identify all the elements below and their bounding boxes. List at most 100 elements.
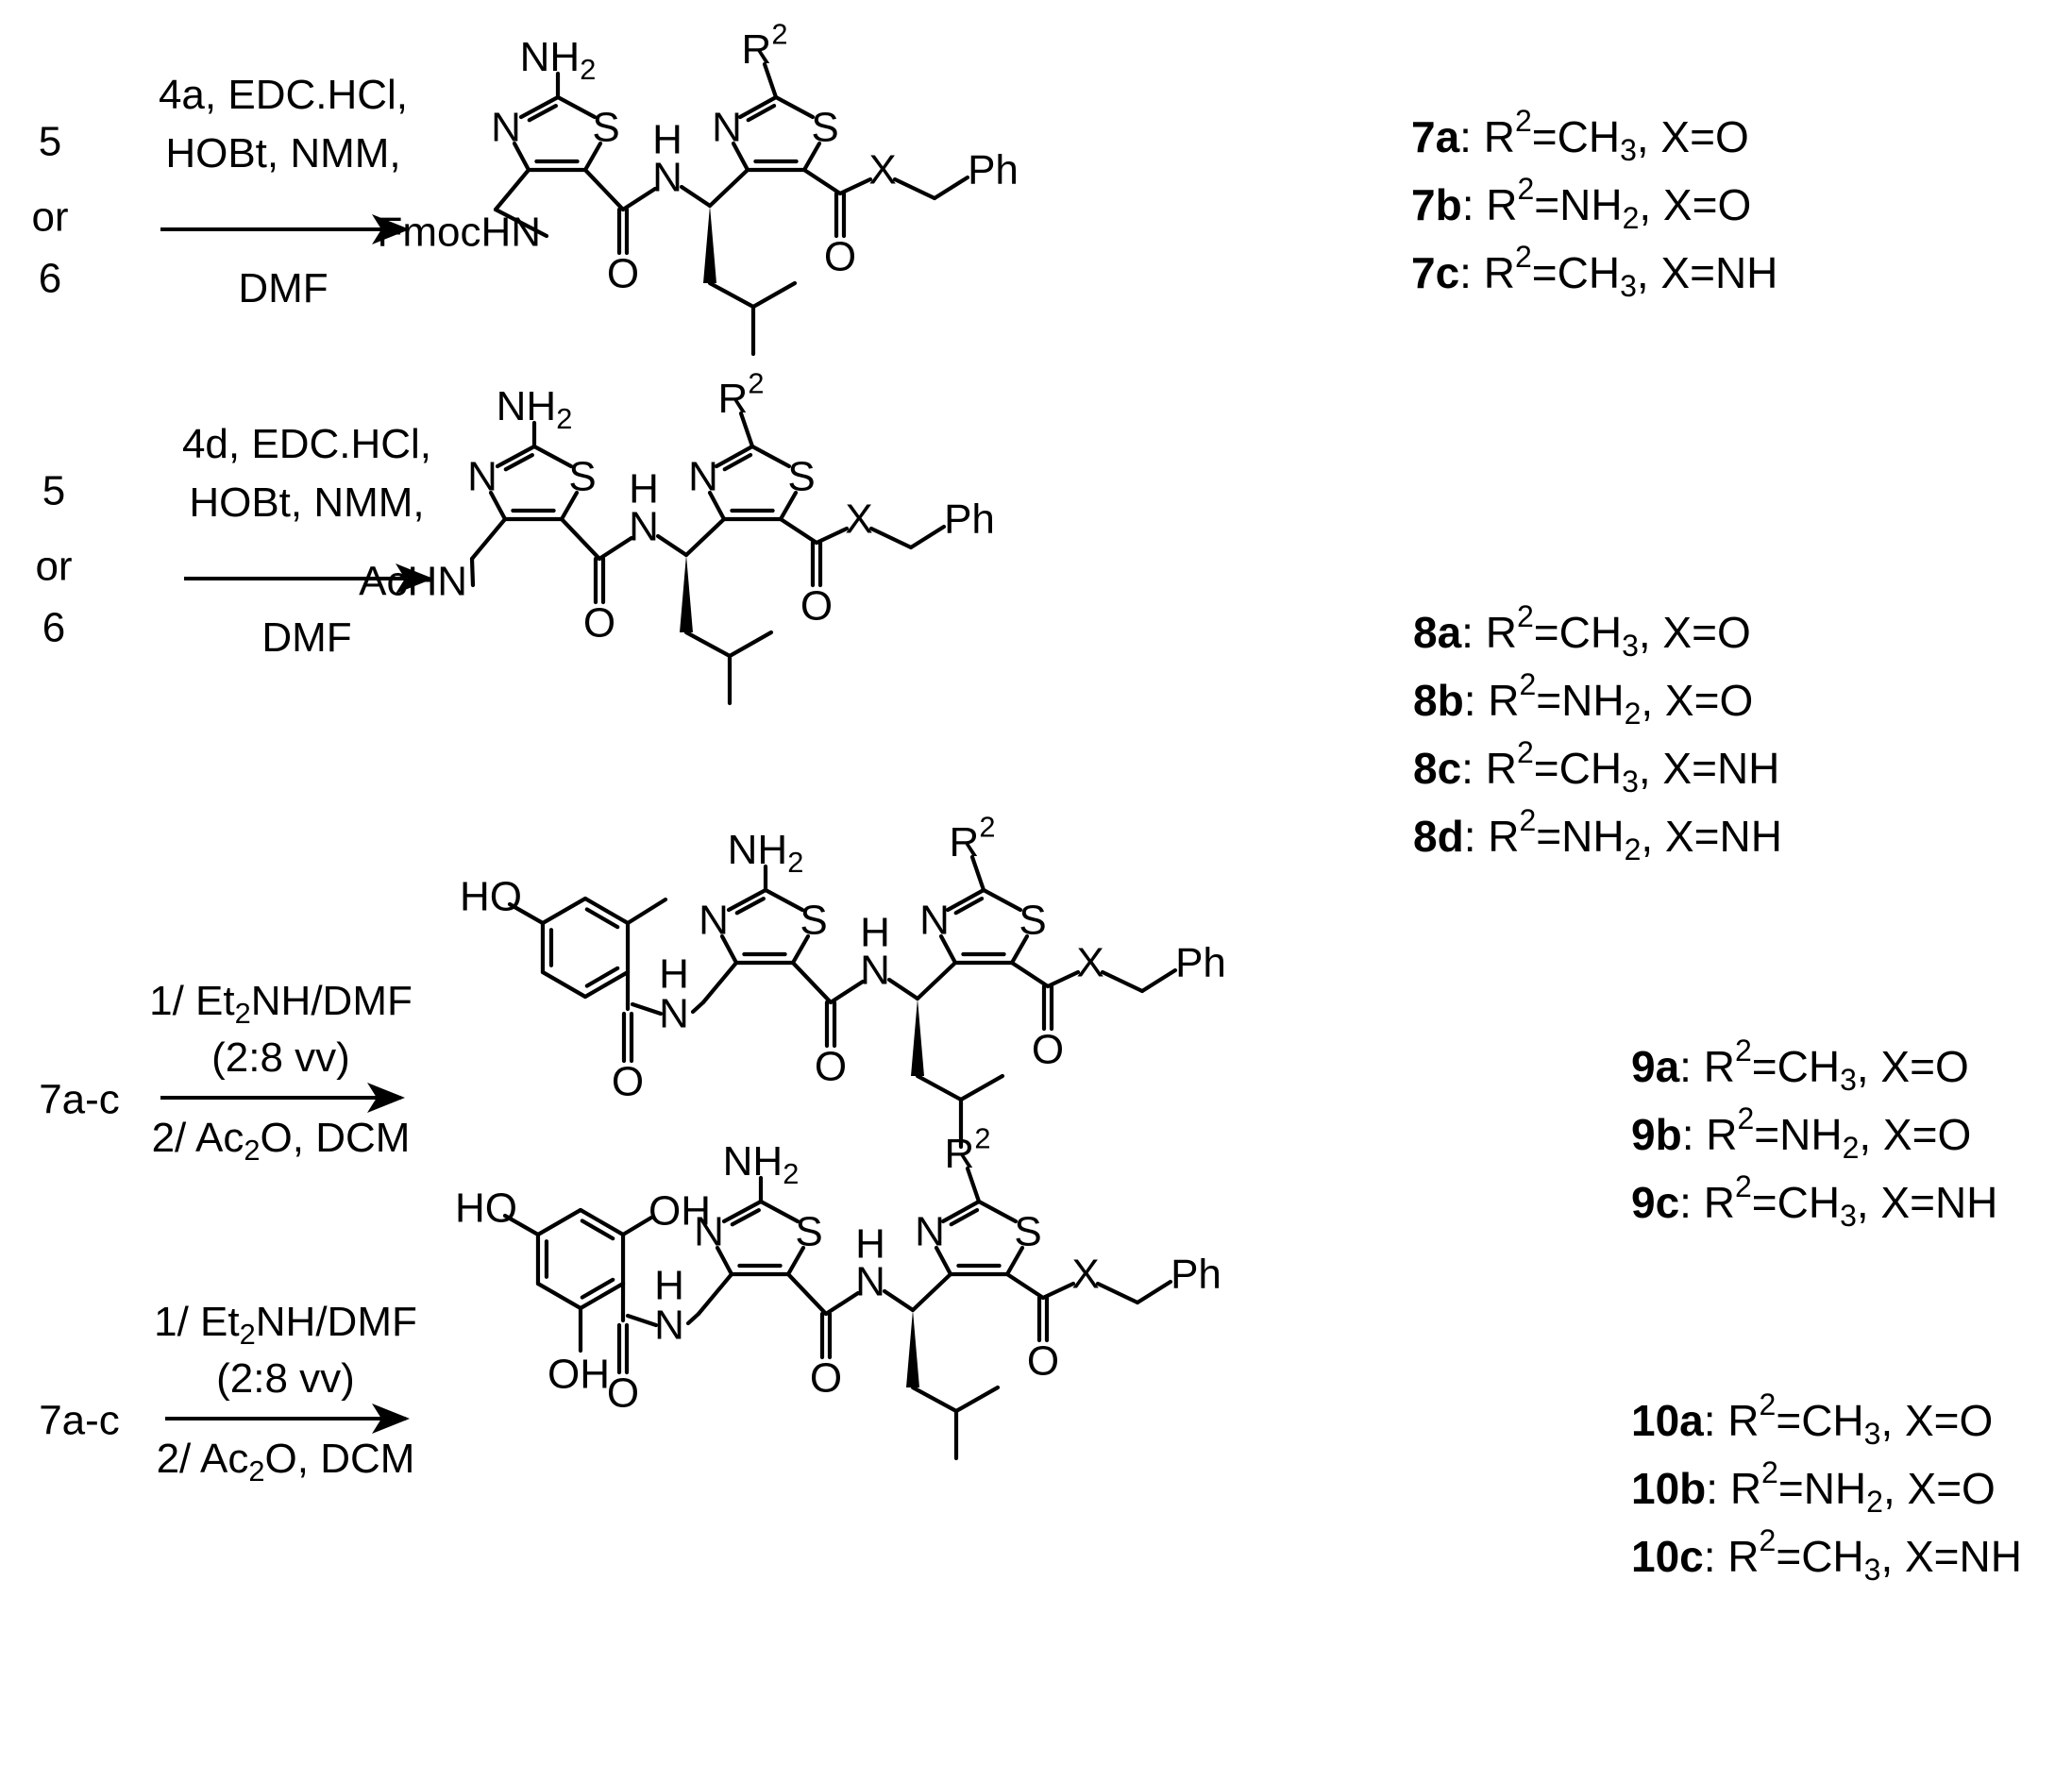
bond — [620, 1215, 654, 1237]
compound-id: 9b — [1631, 1110, 1682, 1159]
thiazole-s-label: S — [592, 105, 619, 151]
bond — [778, 490, 799, 522]
bond-ch2 — [700, 960, 739, 1005]
bond — [683, 630, 733, 659]
wedge-bond — [906, 1310, 919, 1387]
bond — [531, 444, 574, 469]
compound-id: 7b — [1411, 180, 1462, 229]
bond — [823, 1290, 861, 1317]
start-material-label: 7a-c — [39, 1398, 120, 1444]
amide-n-label: N — [860, 948, 890, 994]
bond — [683, 516, 727, 558]
bond — [582, 141, 603, 173]
double-bond — [945, 887, 986, 913]
compound-label: 9c: R2=CH3, X=NH — [1631, 1169, 1997, 1233]
bond — [502, 1213, 541, 1237]
compound-label: 8c: R2=CH3, X=NH — [1413, 735, 1779, 799]
bond — [773, 94, 816, 120]
scheme-row-3: 7a-c1/ Et2NH/DMF(2:8 vv)2/ Ac2O, DCMNH2N… — [39, 810, 1997, 1233]
bond — [1095, 1281, 1140, 1305]
bond — [707, 280, 756, 310]
bond — [1004, 1271, 1046, 1301]
bond — [758, 1199, 800, 1224]
double-bond — [940, 1199, 982, 1224]
double-bond — [726, 887, 768, 913]
wedge-bond — [680, 555, 693, 632]
amide-h-label: H — [860, 910, 890, 956]
compound-id: 8d — [1413, 812, 1464, 861]
ph-label: Ph — [968, 147, 1019, 193]
thiazole-s-label: S — [568, 454, 596, 500]
bond — [1135, 1279, 1173, 1305]
bond — [790, 933, 811, 966]
start-material-label: 6 — [42, 605, 65, 651]
compound-id: 7c — [1411, 248, 1459, 297]
compound-label: 10b: R2=NH2, X=O — [1631, 1455, 1996, 1519]
thiazole2-s-label: S — [1014, 1209, 1041, 1255]
ph-label: Ph — [1175, 940, 1226, 986]
bond — [719, 933, 739, 966]
compound-id: 10b — [1631, 1464, 1706, 1513]
thiazole-s-label: S — [795, 1209, 822, 1255]
double-bond-inner — [949, 1207, 980, 1227]
double-bond-inner — [730, 1208, 761, 1227]
wedge-bond — [703, 206, 716, 283]
carbonyl-o-label: O — [607, 251, 639, 297]
double-bond — [578, 1207, 626, 1237]
thiazole2-n-label: N — [712, 105, 742, 151]
bond — [910, 1385, 959, 1414]
bond — [763, 887, 805, 913]
bond-r2 — [965, 1166, 982, 1204]
bond — [707, 167, 750, 209]
bond — [555, 94, 598, 120]
ring-bond — [535, 1207, 583, 1237]
compound-id: 8c — [1413, 744, 1461, 793]
carbonyl-o-label: O — [815, 1044, 847, 1090]
double-bond — [721, 1199, 764, 1224]
bond — [790, 960, 834, 1005]
bond — [715, 1245, 734, 1277]
benzamide-o-label: O — [607, 1370, 639, 1417]
linker-h-label: H — [659, 951, 689, 998]
or-label: or — [31, 194, 68, 241]
linker-n-label: N — [654, 1303, 684, 1349]
bond — [679, 184, 713, 209]
bond — [559, 516, 602, 562]
amide-n-label: N — [652, 155, 682, 201]
bond-ch2 — [493, 167, 531, 212]
amide-h-label: H — [629, 466, 659, 513]
bond — [1009, 933, 1030, 966]
compound-label: 7b: R2=NH2, X=O — [1411, 172, 1751, 235]
condition-label: HOBt, NMM, — [165, 130, 400, 177]
thiazole-s-label: S — [800, 898, 827, 944]
bond — [785, 1271, 829, 1317]
scheme-row-4: 7a-c1/ Et2NH/DMF(2:8 vv)2/ Ac2O, DCMNH2N… — [39, 1121, 2022, 1587]
bond — [958, 1073, 1005, 1102]
amide-n-label: N — [629, 504, 659, 550]
double-bond — [578, 1281, 626, 1311]
bond — [801, 141, 822, 173]
bond — [976, 1199, 1019, 1224]
bond — [493, 207, 549, 239]
bond — [630, 1001, 664, 1017]
bond — [934, 1245, 953, 1277]
bond — [981, 887, 1023, 913]
benzamide-o-label: O — [612, 1059, 644, 1105]
double-bond — [495, 444, 537, 469]
double-bond — [582, 896, 631, 926]
thiazole2-s-label: S — [811, 105, 838, 151]
x-label: X — [1076, 940, 1103, 986]
bond — [778, 516, 819, 546]
bond-ch2 — [469, 516, 508, 562]
bond — [915, 1073, 964, 1102]
double-bond — [518, 94, 561, 120]
compound-id: 8b — [1413, 676, 1464, 725]
bond — [731, 141, 750, 173]
bond — [801, 167, 843, 196]
condition-label: 2/ Ac2O, DCM — [152, 1115, 411, 1167]
thiazole2-n-label: N — [919, 898, 950, 944]
bond — [582, 167, 626, 212]
ring-bond — [540, 969, 588, 1000]
